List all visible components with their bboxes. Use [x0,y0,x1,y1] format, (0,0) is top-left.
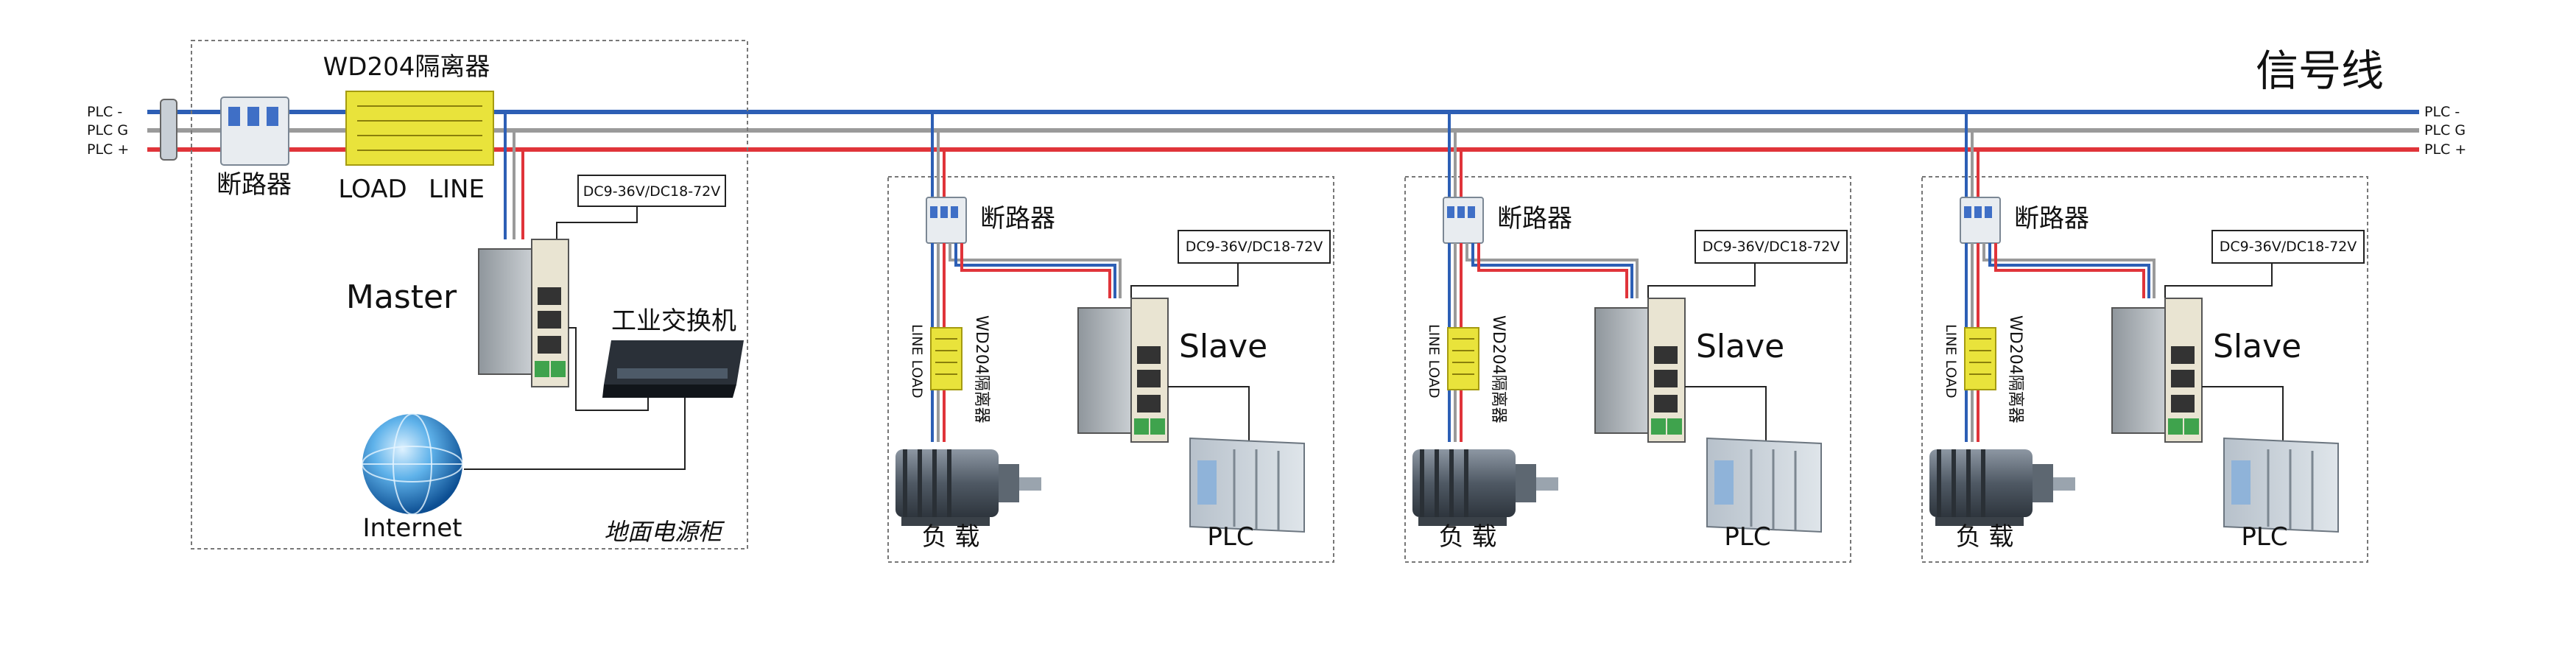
station-2: 断路器 DC9-36V/DC18-72V Slave LINE LOAD WD2… [1404,110,1852,564]
station-3: 断路器 DC9-36V/DC18-72V Slave LINE LOAD WD2… [1921,110,2369,564]
cabinet-breaker-icon [220,96,289,166]
internet-globe-icon [362,413,463,515]
load-label: 负 载 [922,522,980,552]
industrial-switch-label: 工业交换机 [611,306,736,336]
cabinet-power-label: DC9-36V/DC18-72V [583,183,721,200]
station-power-label: DC9-36V/DC18-72V [1186,239,1323,255]
internet-label: Internet [362,513,462,543]
left-label-ground: PLC G [87,122,128,138]
station-power-label: DC9-36V/DC18-72V [1703,239,1840,255]
cabinet-label: 地面电源柜 [604,518,725,546]
cable-connector-icon [160,99,177,161]
cabinet-isolator-icon [345,91,494,166]
station-isolator-label: WD204隔离器 [1489,315,1507,424]
cabinet-power-box [577,175,726,207]
diagram-title: 信号线 [2256,46,2384,96]
right-label-plus: PLC + [2424,141,2466,158]
line-load-label: LINE LOAD [1943,324,1959,399]
cabinet-isolator-label: WD204隔离器 [323,52,490,82]
plc-label: PLC [2241,522,2287,552]
ground-power-cabinet [191,40,748,550]
load-label: 负 载 [1956,522,2014,552]
isolator-line-label: LINE [429,175,485,204]
slave-label: Slave [1179,328,1267,365]
slave-label: Slave [1696,328,1784,365]
master-label: Master [346,278,457,316]
plc-label: PLC [1207,522,1253,552]
left-label-plus: PLC + [87,141,129,158]
right-label-minus: PLC - [2424,104,2460,120]
station-breaker-label: 断路器 [1497,204,1572,234]
slave-label: Slave [2213,328,2301,365]
station-breaker-label: 断路器 [980,204,1055,234]
line-load-label: LINE LOAD [909,324,925,399]
station-isolator-label: WD204隔离器 [972,315,990,424]
right-label-ground: PLC G [2424,122,2466,138]
plc-label: PLC [1724,522,1770,552]
station-power-label: DC9-36V/DC18-72V [2220,239,2357,255]
cabinet-breaker-label: 断路器 [217,170,292,200]
master-device-icon [478,239,569,387]
station-1: 断路器 DC9-36V/DC18-72V Slave LINE LOAD WD2… [887,110,1335,564]
load-label: 负 载 [1439,522,1497,552]
isolator-load-label: LOAD [338,175,407,204]
line-load-label: LINE LOAD [1426,324,1442,399]
left-label-minus: PLC - [87,104,122,120]
station-breaker-label: 断路器 [2014,204,2089,234]
industrial-switch-icon [602,340,744,398]
station-isolator-label: WD204隔离器 [2006,315,2024,424]
